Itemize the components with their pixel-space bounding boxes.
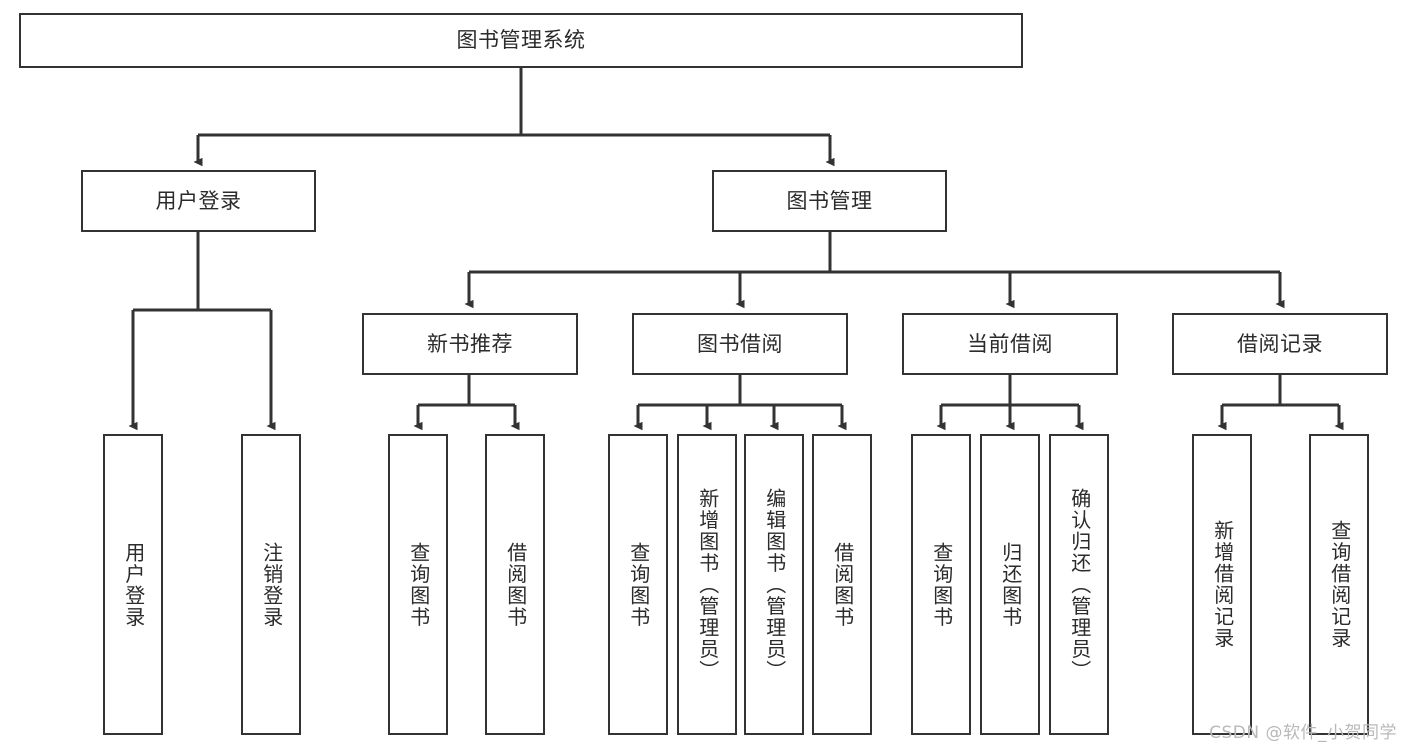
node-book-borrowing[interactable]: 图书借阅 (632, 313, 848, 375)
node-label: 图书管理 (786, 188, 873, 213)
node-label: 新增图书（管理员） (695, 487, 720, 682)
node-label: 归还图书 (998, 541, 1023, 628)
node-label: 借阅图书 (830, 541, 855, 628)
leaf-add-book-admin[interactable]: 新增图书（管理员） (677, 434, 737, 735)
node-label: 查询图书 (929, 541, 954, 628)
leaf-query-book-current[interactable]: 查询图书 (911, 434, 971, 735)
node-book-management[interactable]: 图书管理 (712, 170, 947, 232)
node-label: 查询借阅记录 (1327, 520, 1352, 649)
node-borrowing-record[interactable]: 借阅记录 (1172, 313, 1388, 375)
node-root-book-management-system[interactable]: 图书管理系统 (19, 13, 1023, 68)
node-label: 图书借阅 (697, 331, 783, 356)
leaf-edit-book-admin[interactable]: 编辑图书（管理员） (744, 434, 804, 735)
node-label: 借阅图书 (503, 541, 528, 628)
node-user-login[interactable]: 用户登录 (81, 170, 316, 232)
node-label: 用户登录 (121, 541, 146, 628)
node-label: 图书管理系统 (456, 28, 586, 53)
node-new-book-recommendation[interactable]: 新书推荐 (362, 313, 578, 375)
leaf-confirm-return-admin[interactable]: 确认归还（管理员） (1049, 434, 1109, 735)
leaf-query-book-borrow[interactable]: 查询图书 (608, 434, 668, 735)
node-label: 查询图书 (626, 541, 651, 628)
node-label: 注销登录 (259, 541, 284, 628)
node-label: 借阅记录 (1237, 331, 1323, 356)
leaf-borrow-book[interactable]: 借阅图书 (812, 434, 872, 735)
leaf-borrow-book-newbook[interactable]: 借阅图书 (485, 434, 545, 735)
leaf-query-borrow-record[interactable]: 查询借阅记录 (1309, 434, 1369, 735)
node-current-borrowing[interactable]: 当前借阅 (902, 313, 1118, 375)
node-label: 新书推荐 (427, 331, 513, 356)
leaf-user-login[interactable]: 用户登录 (103, 434, 163, 735)
node-label: 查询图书 (406, 541, 431, 628)
leaf-logout[interactable]: 注销登录 (241, 434, 301, 735)
node-label: 编辑图书（管理员） (762, 487, 787, 682)
watermark-text: CSDN @软件_小贺同学 (1209, 723, 1397, 743)
node-label: 用户登录 (155, 188, 242, 213)
node-label: 新增借阅记录 (1210, 520, 1235, 649)
leaf-add-borrow-record[interactable]: 新增借阅记录 (1192, 434, 1252, 735)
node-label: 确认归还（管理员） (1067, 487, 1092, 682)
node-label: 当前借阅 (967, 331, 1053, 356)
leaf-return-book[interactable]: 归还图书 (980, 434, 1040, 735)
leaf-query-book-newbook[interactable]: 查询图书 (388, 434, 448, 735)
